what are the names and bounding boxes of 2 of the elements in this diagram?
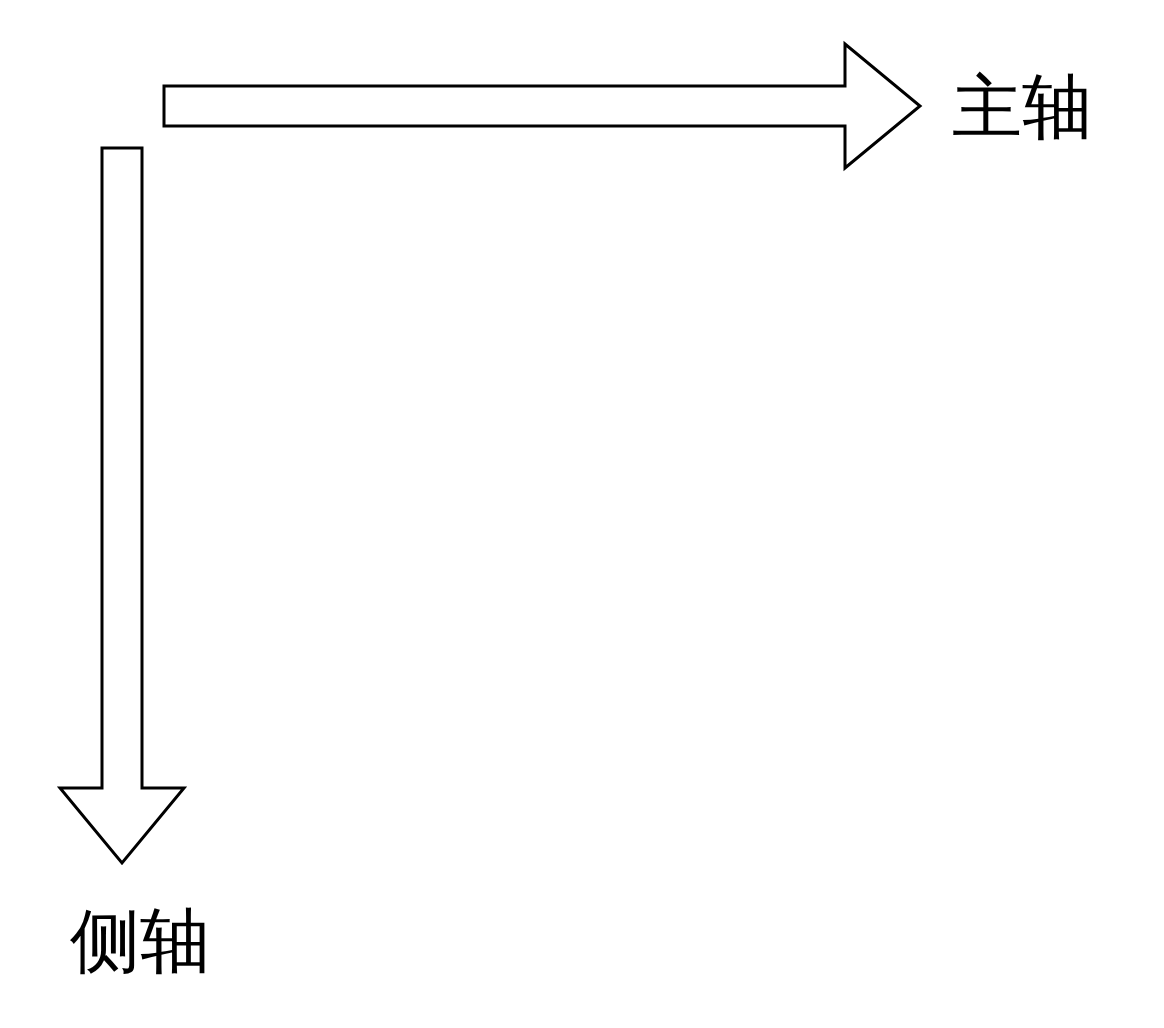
axis-label: 侧轴 bbox=[70, 906, 210, 976]
axis-label: 主轴 bbox=[952, 72, 1092, 142]
